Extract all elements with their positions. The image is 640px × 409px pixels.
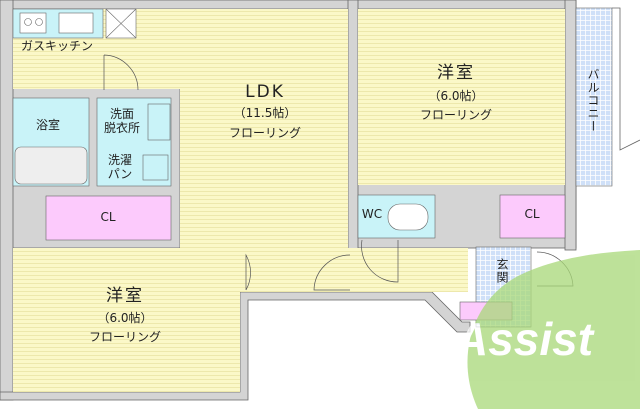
western-room-2-floor-label: フローリング	[88, 330, 162, 344]
ldk-name: LDK	[245, 82, 285, 102]
assist-logo: Assist	[454, 250, 640, 409]
washbasin-icon	[147, 103, 171, 141]
kitchen-label: ガスキッチン	[20, 39, 94, 53]
washroom-area	[96, 97, 172, 187]
western-room-1-floor	[358, 9, 565, 185]
closet-1-label: CL	[100, 210, 116, 224]
laundry-label: 洗濯 パン	[107, 153, 133, 181]
closet-2-label: CL	[524, 207, 540, 221]
western-room-1-floor-label: フローリング	[419, 108, 493, 122]
western-room-1-size: （6.0帖）	[428, 89, 484, 103]
logo-leaf	[467, 250, 640, 409]
stove-icon	[19, 12, 47, 34]
ldk-floor-label: フローリング	[228, 126, 302, 140]
balcony-label: バルコニー	[586, 68, 600, 133]
western-room-2-floor	[13, 248, 240, 392]
ldk-floor-lower	[180, 88, 348, 248]
washroom-label: 洗面 脱衣所	[103, 107, 141, 135]
closet-1-area	[45, 195, 172, 241]
laundry-pan-icon	[142, 154, 169, 181]
closet-2-area	[499, 194, 566, 239]
wc-label: WC	[361, 207, 383, 221]
western-room-2-name: 洋室	[106, 286, 144, 306]
sink-icon	[58, 12, 94, 34]
hall-floor	[240, 248, 468, 292]
balcony-tile	[575, 7, 613, 187]
western-room-2-size: （6.0帖）	[97, 311, 153, 325]
entrance-label: 玄関	[495, 258, 509, 284]
bath-label: 浴室	[35, 118, 61, 132]
bathtub-icon	[14, 146, 88, 185]
western-room-1-name: 洋室	[437, 63, 475, 83]
ldk-size: （11.5帖）	[233, 106, 297, 120]
logo-text: Assist	[454, 313, 595, 365]
toilet-icon	[387, 203, 429, 231]
